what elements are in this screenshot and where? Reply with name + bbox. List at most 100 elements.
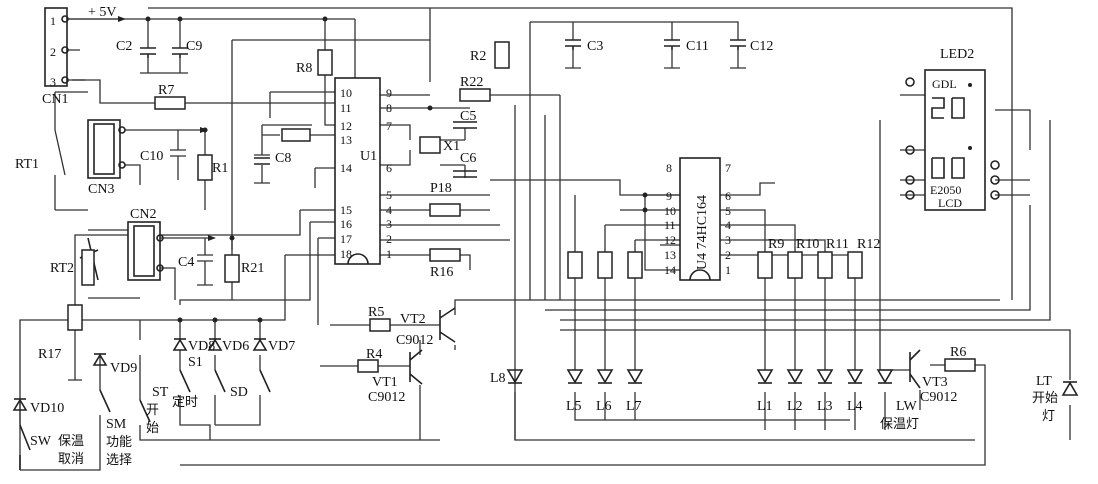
transistor-vt2: [439, 307, 456, 343]
transistor-vt3: [909, 349, 921, 389]
c9-label: C9: [186, 39, 202, 54]
resistor-l6: [597, 251, 613, 279]
resistor-r16: [429, 248, 461, 262]
lcd-type-label: LCD: [938, 196, 962, 210]
u1-pin-10: 10: [340, 86, 352, 100]
r8-label: R8: [296, 61, 312, 76]
l6-label: L6: [596, 399, 612, 414]
capacitor-c5: [453, 121, 477, 129]
led-l3: [816, 369, 834, 384]
u1-pin-11: 11: [340, 101, 352, 115]
st-text-2: 始: [146, 421, 159, 436]
r16-label: R16: [430, 265, 453, 280]
sw-text-2: 取消: [58, 452, 84, 467]
diode-vd7: [252, 338, 268, 351]
vt1-part: C9012: [368, 390, 405, 405]
sm-text-2: 选择: [106, 453, 132, 468]
sw-label: SW: [30, 434, 52, 449]
r2-label: R2: [470, 49, 486, 64]
lt-label: LT: [1036, 374, 1052, 389]
connector-cn2: [127, 221, 164, 281]
u1-label: U1: [360, 149, 377, 164]
u4-pin-7: 7: [725, 161, 731, 175]
resistor-r21: [224, 254, 240, 283]
cn1-pin-1: 1: [50, 14, 56, 28]
sm-text-1: 功能: [106, 435, 132, 450]
resistor-r17: [67, 304, 83, 331]
capacitor-c3: [565, 39, 581, 50]
lw-text: 保温灯: [880, 417, 919, 432]
p18-label: P18: [430, 181, 452, 196]
vcc-label: + 5V: [88, 5, 117, 20]
c4-label: C4: [178, 255, 194, 270]
u1-pin-7: 7: [386, 119, 392, 133]
u4-pin-3: 3: [725, 233, 731, 247]
l3-label: L3: [817, 399, 833, 414]
u1-pin-9: 9: [386, 86, 392, 100]
l5-label: L5: [566, 399, 582, 414]
x1-label: X1: [443, 139, 460, 154]
resistor-r7: [154, 96, 186, 110]
u1-pin-12: 12: [340, 119, 352, 133]
vt3-part: C9012: [920, 390, 957, 405]
diode-vd10: [12, 398, 28, 411]
thermistor-rt2-body: [81, 249, 95, 286]
u1-pin-14: 14: [340, 161, 352, 175]
u4-pin-11: 11: [664, 218, 676, 232]
r5-label: R5: [368, 305, 384, 320]
sd-label: SD: [230, 385, 248, 400]
cn2-label: CN2: [130, 207, 156, 222]
lt-text-1: 开始: [1032, 391, 1058, 406]
u4-pin-5: 5: [725, 204, 731, 218]
lt-text-2: 灯: [1042, 409, 1055, 424]
resistor-r5: [369, 318, 391, 332]
r10-label: R10: [796, 237, 819, 252]
connector-cn3: [87, 119, 126, 179]
switch-s1: [179, 369, 191, 393]
st-label: ST: [152, 385, 169, 400]
resistor-r12: [847, 251, 863, 279]
resistor-r4: [357, 359, 379, 373]
u4-pin-9: 9: [666, 189, 672, 203]
wiring: [19, 7, 1071, 471]
u1-pin-2: 2: [386, 232, 392, 246]
r6-label: R6: [950, 345, 966, 360]
capacitor-c9: [172, 47, 188, 58]
ic-u4: [679, 157, 721, 281]
u1-pin-15: 15: [340, 203, 352, 217]
u1-pin-3: 3: [386, 217, 392, 231]
u1-pin-13: 13: [340, 133, 352, 147]
u4-pin-14: 14: [664, 263, 676, 277]
led-lt: [1061, 381, 1079, 396]
cn1-pin-2: 2: [50, 45, 56, 59]
resistor-r2: [494, 41, 510, 69]
led-l4: [846, 369, 864, 384]
s1-label: S1: [188, 355, 203, 370]
led-l6: [596, 369, 614, 384]
capacitor-c2: [140, 47, 156, 58]
vt2-label: VT2: [400, 312, 426, 327]
st-text-1: 开: [146, 403, 159, 418]
vd10-label: VD10: [30, 401, 64, 416]
rt2-label: RT2: [50, 261, 74, 276]
lcd-model-label: E2050: [930, 183, 961, 197]
resistor-p18: [429, 203, 461, 217]
r4-label: R4: [366, 347, 382, 362]
r11-label: R11: [826, 237, 849, 252]
lcd-display: [905, 69, 1000, 211]
sm-label: SM: [106, 417, 127, 432]
u4-pin-1: 1: [725, 263, 731, 277]
u1-pin-18: 18: [340, 247, 352, 261]
c12-label: C12: [750, 39, 773, 54]
switch-sw: [19, 424, 31, 470]
c5-label: C5: [460, 109, 476, 124]
c2-label: C2: [116, 39, 132, 54]
capacitor-c8: [254, 157, 270, 165]
c6-label: C6: [460, 151, 476, 166]
u1-pin-8: 8: [386, 101, 392, 115]
sw-text-1: 保温: [58, 434, 84, 449]
r1-label: R1: [212, 161, 228, 176]
switch-s-extra: [259, 369, 271, 393]
